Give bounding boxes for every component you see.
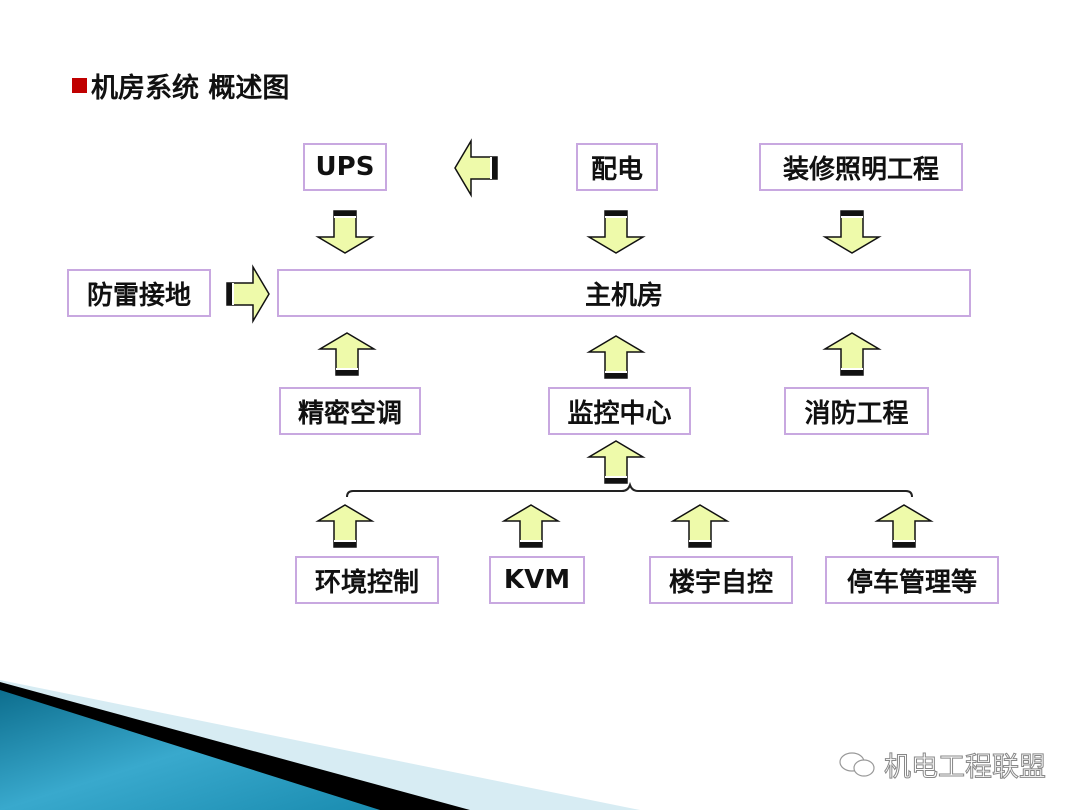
arrow-ups-from-power [454,138,498,198]
arrow-monitor-to-main [586,335,646,379]
arrow-lighting-to-main [822,210,882,254]
arrow-fire-to-main [822,332,882,376]
arrow-building-automation [670,504,730,548]
box-environment-control: 环境控制 [295,556,439,604]
box-ups: UPS [303,143,387,191]
watermark-text: 机电工程联盟 [884,752,1047,784]
box-building-automation: 楼宇自控 [649,556,793,604]
arrow-ac-to-main [317,332,377,376]
box-main-machine-room: 主机房 [277,269,971,317]
arrow-subsystems-to-monitor [586,440,646,484]
arrow-parking [874,504,934,548]
box-monitoring-center: 监控中心 [548,387,691,435]
arrow-grounding-to-main [226,264,270,324]
arrow-ups-to-main [315,210,375,254]
box-fire-protection: 消防工程 [784,387,929,435]
slide-title: 机房系统 概述图 [72,66,289,105]
box-kvm: KVM [489,556,585,604]
arrow-env-control [315,504,375,548]
banner-blue [0,690,380,810]
arrow-power-to-main [586,210,646,254]
box-power-distribution: 配电 [576,143,658,191]
wechat-icon [839,751,875,777]
title-text: 机房系统 概述图 [91,73,290,104]
arrow-kvm [501,504,561,548]
box-lightning-grounding: 防雷接地 [67,269,211,317]
box-decoration-lighting: 装修照明工程 [759,143,963,191]
watermark: 机电工程联盟 [838,745,1047,784]
box-precision-ac: 精密空调 [279,387,421,435]
bracket [346,481,913,498]
box-parking-management: 停车管理等 [825,556,999,604]
bullet-square-icon [72,78,87,93]
